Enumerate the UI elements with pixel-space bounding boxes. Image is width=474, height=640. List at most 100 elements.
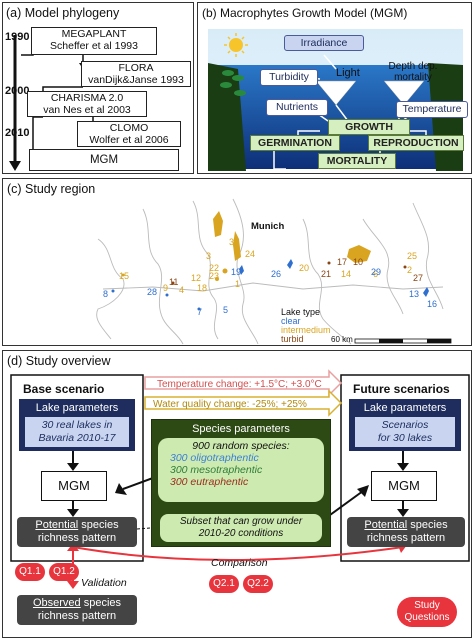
random-species-box: 900 random species: 300 oligotraphentic … bbox=[158, 438, 324, 502]
temperature-box: Temperature bbox=[396, 101, 468, 118]
lake-label-7: 7 bbox=[197, 307, 203, 317]
species-parameters: Species parameters 900 random species: 3… bbox=[151, 419, 331, 547]
base-potential-line2: richness pattern bbox=[37, 532, 117, 544]
species-params-title: Species parameters bbox=[192, 423, 290, 435]
temperature-change-label: Temperature change: +1.5°C; +3.0°C bbox=[157, 379, 322, 390]
model-flora-name: FLORA bbox=[118, 62, 154, 74]
year-2010: 2010 bbox=[5, 127, 30, 139]
lake-label-25: 25 bbox=[407, 251, 418, 261]
growth-label: GROWTH bbox=[345, 121, 393, 133]
base-potential-rest: species bbox=[78, 519, 119, 531]
legend-intermedium: intermedium bbox=[281, 325, 331, 335]
study-questions-line1: Study bbox=[414, 600, 440, 611]
base-mgm-label: MGM bbox=[58, 478, 90, 493]
q11-badge: Q1.1 bbox=[15, 563, 45, 581]
study-questions-line2: Questions bbox=[404, 612, 450, 623]
future-potential-rest: species bbox=[407, 519, 448, 531]
lake-label-15: 15 bbox=[119, 271, 130, 281]
growth-box: GROWTH bbox=[328, 119, 410, 135]
lake-label-9: 9 bbox=[163, 283, 169, 293]
base-lakes-line1: 30 real lakes in bbox=[41, 419, 113, 431]
reproduction-label: REPRODUCTION bbox=[373, 137, 459, 149]
lake-label-28: 28 bbox=[147, 287, 158, 297]
lake-label-27: 27 bbox=[413, 273, 424, 283]
model-charisma: CHARISMA 2.0 van Nes et al 2003 bbox=[27, 91, 147, 117]
lake-label-6: 6 bbox=[373, 269, 379, 279]
lake-label-24: 24 bbox=[245, 249, 256, 259]
future-potential-richness: Potential species richness pattern bbox=[347, 517, 465, 547]
light-label: Light bbox=[336, 67, 360, 79]
lake-label-20: 20 bbox=[299, 263, 310, 273]
model-megaplant-name: MEGAPLANT bbox=[61, 28, 127, 40]
future-potential-line1: Potential species bbox=[347, 519, 465, 532]
model-mgm: MGM bbox=[29, 149, 179, 171]
future-lakes-line2: for 30 lakes bbox=[377, 432, 433, 444]
model-flora: FLORA vanDijk&Janse 1993 bbox=[81, 61, 191, 87]
future-potential-word: Potential bbox=[364, 519, 408, 531]
subset-box: Subset that can grow under 2010-20 condi… bbox=[160, 514, 322, 542]
panel-a-title: (a) Model phylogeny bbox=[6, 6, 120, 20]
nutrients-box: Nutrients bbox=[266, 99, 328, 116]
legend-turbid: turbid bbox=[281, 334, 304, 344]
model-mgm-name: MGM bbox=[89, 154, 119, 166]
temperature-label: Temperature bbox=[402, 103, 462, 115]
lake-label-17: 17 bbox=[337, 257, 348, 267]
irradiance-box: Irradiance bbox=[284, 35, 364, 51]
q22-label: Q2.2 bbox=[247, 578, 269, 589]
lake-label-8: 8 bbox=[103, 289, 109, 299]
base-potential-word: Potential bbox=[35, 519, 79, 531]
turbidity-label: Turbidity bbox=[269, 71, 309, 83]
model-clomo-name: CLOMO bbox=[109, 122, 149, 134]
species-meso: 300 mesotraphentic bbox=[170, 464, 263, 476]
future-lake-parameters: Lake parameters Scenarios for 30 lakes bbox=[349, 399, 461, 451]
future-mgm-label: MGM bbox=[388, 478, 420, 493]
future-lake-params-title: Lake parameters bbox=[363, 402, 447, 414]
lake-label-29: 29 bbox=[371, 267, 382, 277]
lake-label-30: 30 bbox=[229, 237, 240, 247]
base-lake-params-detail: 30 real lakes in Bavaria 2010-17 bbox=[25, 417, 129, 447]
observed-line2: richness pattern bbox=[37, 610, 117, 622]
model-flora-ref: vanDijk&Janse 1993 bbox=[88, 74, 184, 86]
lake-label-14: 14 bbox=[341, 269, 352, 279]
q12-label: Q1.2 bbox=[53, 566, 75, 577]
panel-study-region: (c) Study region bbox=[2, 178, 472, 346]
future-lake-params-detail: Scenarios for 30 lakes bbox=[355, 417, 455, 447]
panel-b-title: (b) Macrophytes Growth Model (MGM) bbox=[202, 6, 408, 20]
lake-label-11: 11 bbox=[169, 277, 179, 287]
lake-label-2: 2 bbox=[407, 265, 413, 275]
lake-label-12: 12 bbox=[191, 273, 202, 283]
comparison-label: Comparison bbox=[211, 557, 268, 569]
water-quality-change-label: Water quality change: -25%; +25% bbox=[153, 399, 307, 410]
sun-icon bbox=[229, 38, 243, 52]
panel-d-title: (d) Study overview bbox=[7, 354, 111, 368]
munich-label: Munich bbox=[251, 221, 285, 232]
depth-mortality-label: Depth dep. mortality bbox=[388, 61, 438, 83]
legend-clear: clear bbox=[281, 316, 301, 326]
panel-model-phylogeny: (a) Model phylogeny 1990 2000 2010 MEGAP… bbox=[2, 2, 194, 174]
lake-label-22: 22 bbox=[209, 263, 220, 273]
lake-label-26: 26 bbox=[271, 269, 282, 279]
base-scenario-title: Base scenario bbox=[23, 382, 105, 396]
model-charisma-ref: van Nes et al 2003 bbox=[43, 104, 131, 116]
legend-title: Lake type bbox=[281, 307, 321, 317]
observed-rest: species bbox=[80, 597, 122, 609]
germination-label: GERMINATION bbox=[258, 137, 332, 149]
observed-line1: Observed species bbox=[17, 597, 137, 610]
lake-label-13: 13 bbox=[409, 289, 420, 299]
observed-word: Observed bbox=[32, 597, 81, 609]
q22-badge: Q2.2 bbox=[243, 575, 273, 593]
model-megaplant: MEGAPLANT Scheffer et al 1993 bbox=[31, 27, 157, 55]
q21-label: Q2.1 bbox=[213, 578, 235, 589]
lake-label-4: 4 bbox=[179, 285, 185, 295]
subset-line1: Subset that can grow under bbox=[179, 516, 303, 527]
random-species-title: 900 random species: bbox=[192, 440, 290, 452]
model-charisma-name: CHARISMA 2.0 bbox=[50, 92, 124, 104]
lake-label-3: 3 bbox=[206, 251, 212, 261]
lake-label-1: 1 bbox=[235, 279, 241, 289]
lake-label-19: 19 bbox=[231, 267, 242, 277]
year-2000: 2000 bbox=[5, 85, 30, 97]
observed-richness: Observed species richness pattern bbox=[17, 595, 137, 625]
q21-badge: Q2.1 bbox=[209, 575, 239, 593]
species-oligo: 300 oligotraphentic bbox=[170, 452, 259, 464]
study-questions-badge: Study Questions bbox=[397, 597, 457, 627]
